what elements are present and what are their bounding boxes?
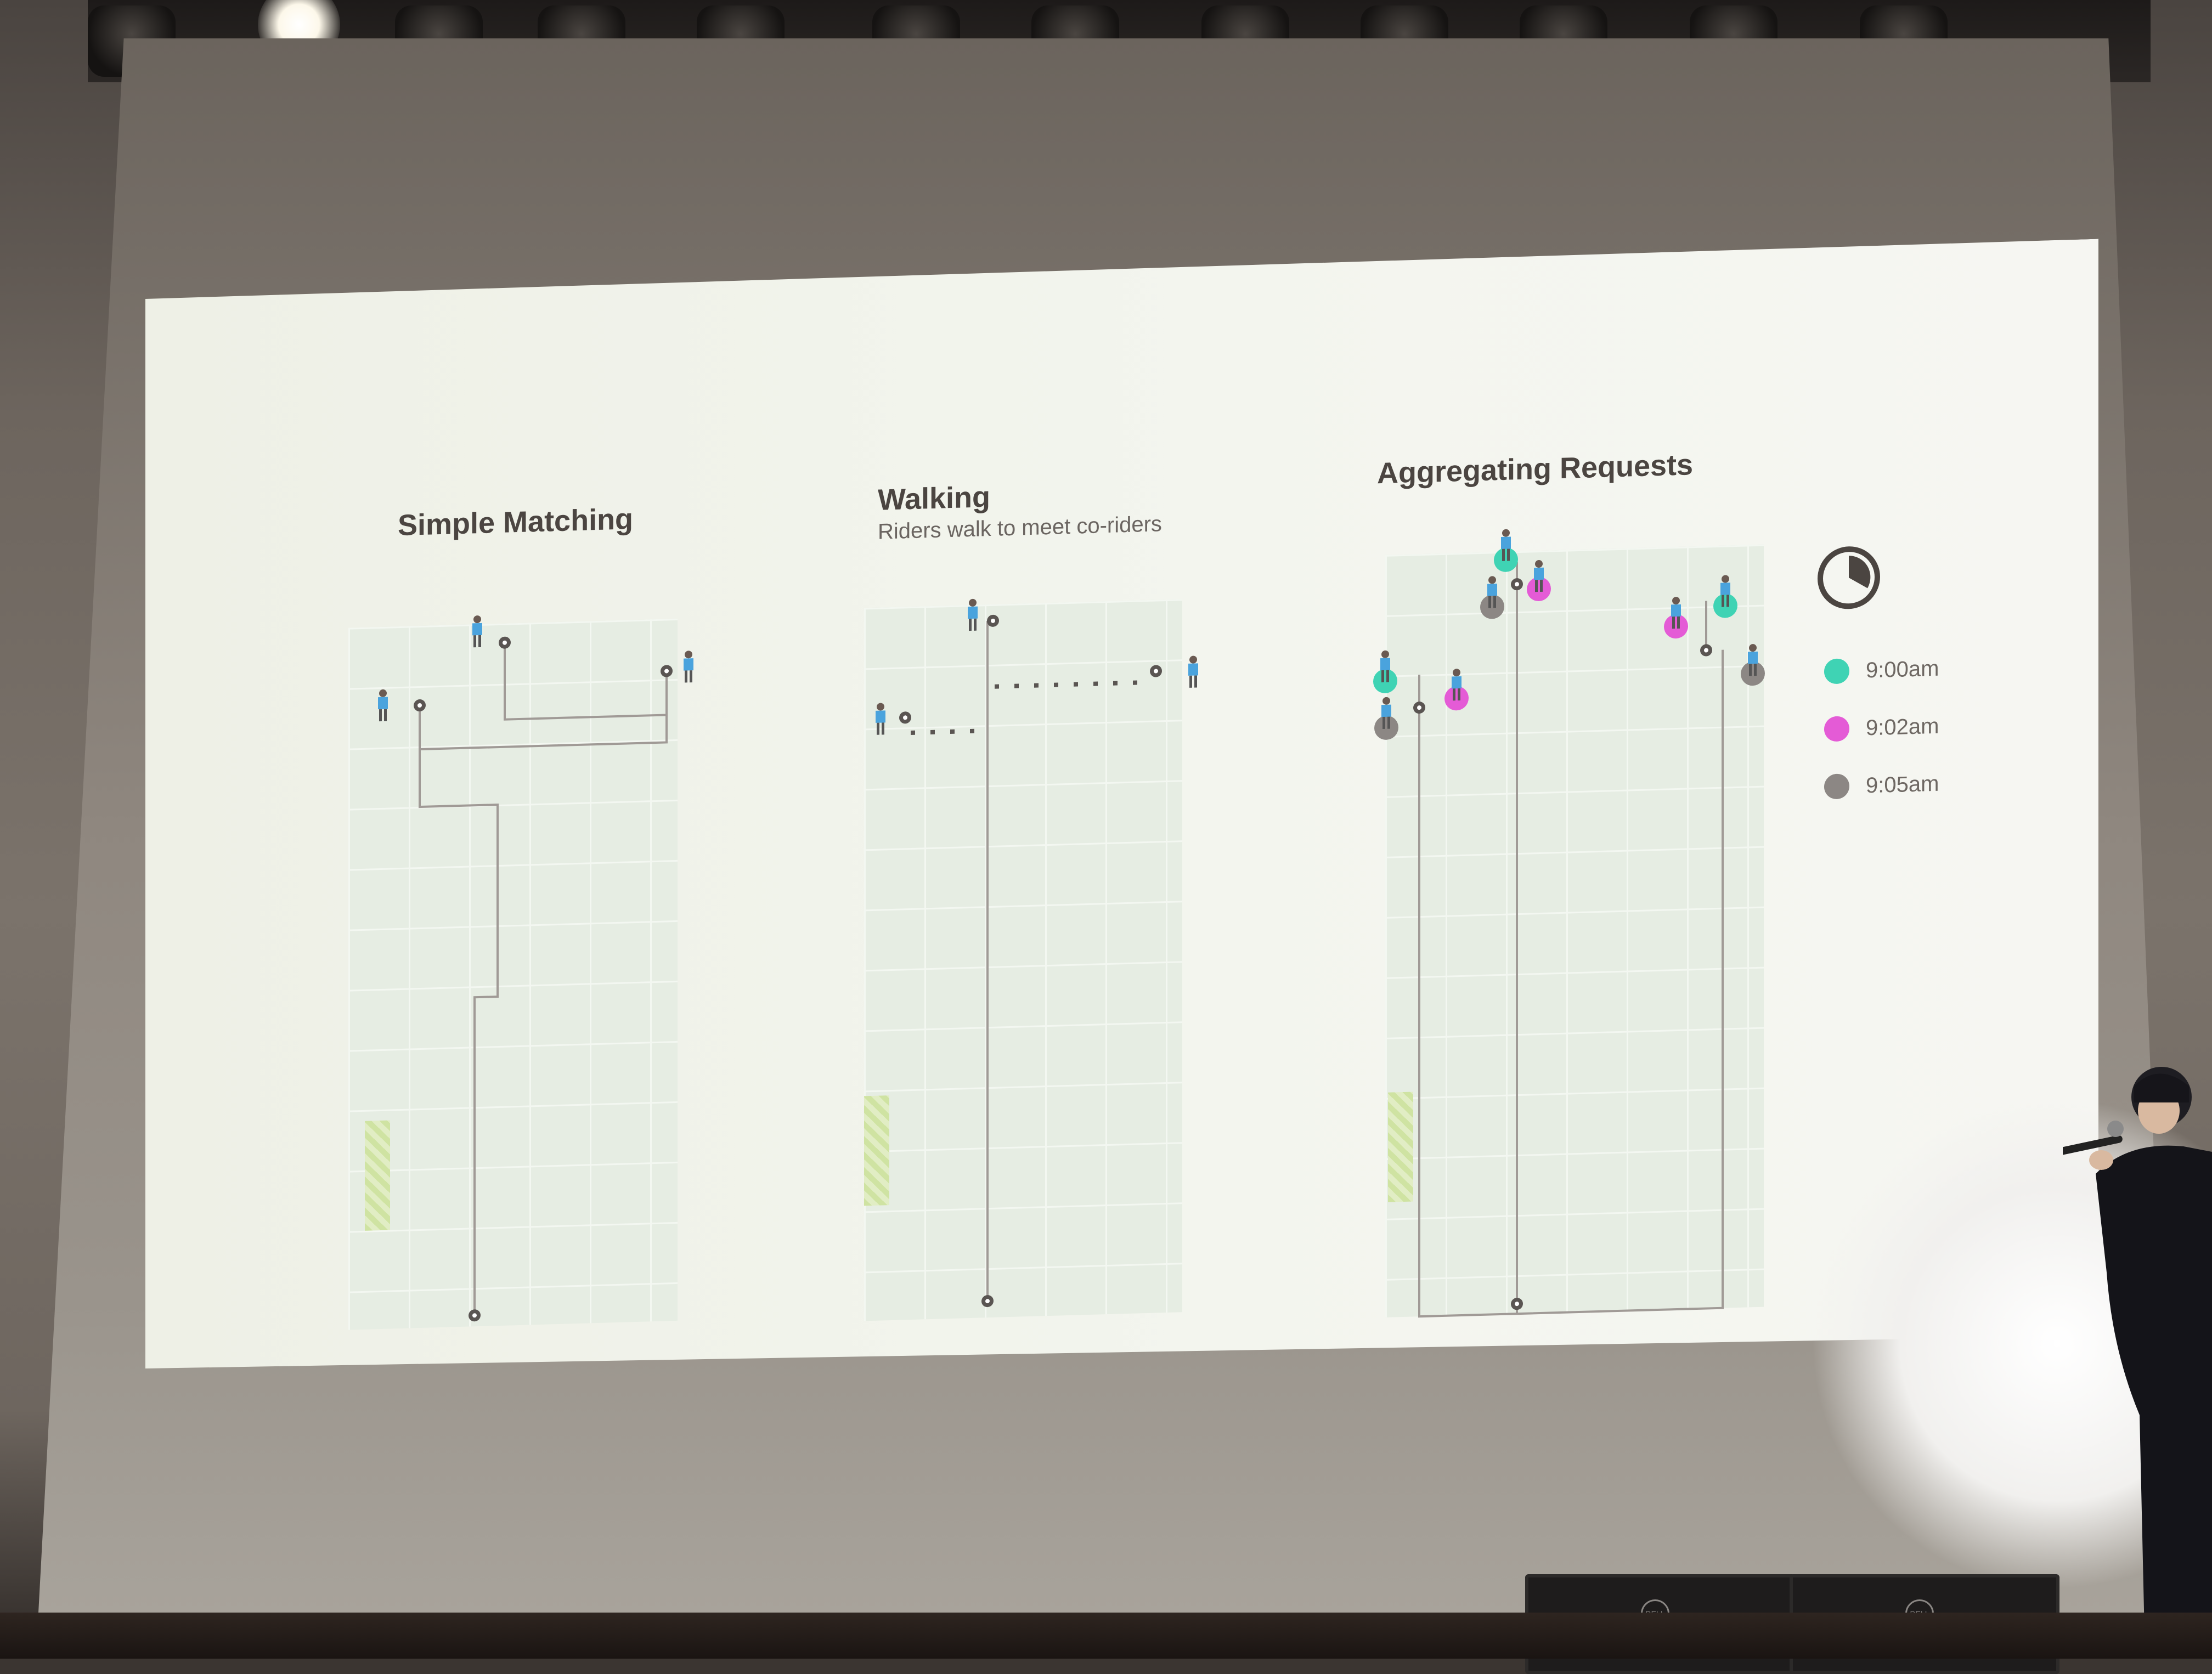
map-pin-icon [469, 1309, 481, 1322]
map-pin-icon [414, 699, 426, 712]
request-dot-9-05am [1374, 715, 1398, 740]
person-icon [1452, 669, 1462, 701]
clock-icon [1820, 548, 1877, 607]
map-pin-icon [1511, 578, 1523, 591]
map-pin-icon [1511, 1298, 1523, 1310]
stage-floor [0, 1613, 2212, 1659]
legend-label: 9:02am [1866, 714, 1939, 740]
legend-item-9-02am: 9:02am [1824, 714, 1939, 742]
person-icon [1381, 697, 1391, 729]
map-pin-icon [1413, 702, 1425, 714]
person-icon [1534, 560, 1544, 592]
legend-dot [1824, 773, 1849, 799]
request-dot-9-02am [1527, 576, 1551, 601]
map-pin-icon [499, 636, 511, 649]
map-pin-icon [1150, 665, 1162, 677]
map-pin-icon [981, 1295, 994, 1308]
legend-item-9-00am: 9:00am [1824, 656, 1939, 685]
request-dot-9-02am [1664, 614, 1688, 638]
request-dot-9-00am [1713, 593, 1737, 618]
request-dot-9-00am [1494, 547, 1518, 572]
person-icon [1380, 651, 1390, 683]
simple-matching-route [145, 239, 2098, 1390]
person-icon [968, 599, 978, 631]
person-icon [1720, 575, 1730, 607]
map-pin-icon [987, 615, 999, 627]
map-pin-icon [661, 665, 673, 677]
legend-label: 9:00am [1866, 656, 1939, 682]
walking-route [145, 239, 2098, 1390]
person-icon [472, 615, 482, 648]
legend-label: 9:05am [1866, 771, 1939, 798]
map-pin-icon [1700, 644, 1712, 657]
legend-item-9-05am: 9:05am [1824, 771, 1939, 800]
request-dot-9-00am [1373, 669, 1397, 693]
legend-dot [1824, 658, 1849, 684]
person-icon [1748, 644, 1758, 676]
presenter [2063, 1067, 2212, 1659]
person-icon [378, 689, 388, 722]
person-icon [876, 703, 885, 735]
legend-dot [1824, 716, 1849, 742]
request-dot-9-05am [1741, 661, 1765, 686]
person-icon [1188, 655, 1198, 688]
request-dot-9-05am [1480, 595, 1504, 619]
person-icon [1671, 597, 1681, 629]
person-icon [684, 651, 693, 683]
person-icon [1501, 529, 1511, 561]
aggregating-route [145, 239, 2098, 1390]
map-pin-icon [899, 711, 911, 724]
presentation-slide: Simple Matching Walking Riders walk to m… [145, 239, 2098, 1390]
person-icon [1487, 576, 1497, 608]
request-dot-9-02am [1444, 686, 1469, 711]
